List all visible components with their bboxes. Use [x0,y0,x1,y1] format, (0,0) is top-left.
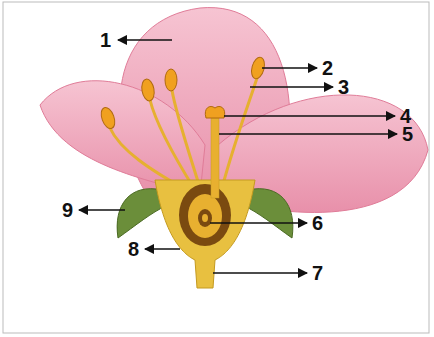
callout-number: 1 [100,29,111,51]
callout-number: 8 [128,238,139,260]
callout-number: 7 [312,262,323,284]
callout-number: 2 [322,57,333,79]
filaments [110,78,257,192]
callout-number: 3 [338,76,349,98]
receptacle [155,180,255,288]
stigma [205,106,224,118]
anthers [99,56,267,131]
style [211,118,219,198]
ovary [179,184,231,246]
callout-number: 6 [312,212,323,234]
ovule-core [202,214,208,222]
ovary-cavity [188,194,222,238]
frame [3,2,429,333]
callout-number: 5 [402,123,413,145]
petal [40,81,205,195]
callout-number: 9 [62,199,73,221]
ovule [198,209,212,227]
leader-lines [79,40,397,273]
